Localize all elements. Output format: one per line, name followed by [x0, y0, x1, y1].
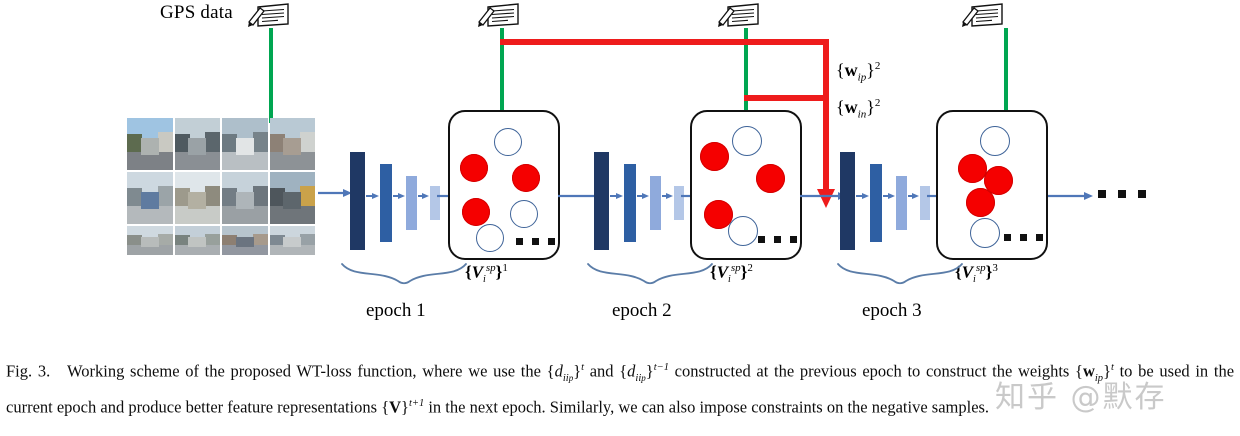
- gps-link-line-2: [744, 28, 748, 120]
- weight-sub-ip: ip: [857, 71, 867, 84]
- positive-sample-dot: [512, 164, 540, 192]
- epoch-brace-2: [587, 263, 713, 285]
- positive-sample-dot: [462, 198, 490, 226]
- negative-sample-dot: [510, 200, 538, 228]
- negative-sample-dot: [728, 216, 758, 246]
- positive-sample-dot: [700, 142, 729, 171]
- pipeline-ellipsis: [1098, 190, 1146, 198]
- negative-sample-dot: [476, 224, 504, 252]
- positive-sample-dot: [756, 164, 785, 193]
- watermark: 知乎 @默存: [995, 380, 1167, 415]
- caption-body-3: to be used in the current epoch and prod…: [6, 361, 1235, 417]
- feature-box-epoch-3: [936, 110, 1048, 260]
- street-view-thumb: [127, 226, 173, 255]
- gps-note-icon-0: [248, 2, 290, 28]
- box-ellipsis: [1004, 234, 1043, 241]
- street-view-thumb: [174, 172, 220, 224]
- street-view-thumb: [269, 118, 315, 170]
- epoch-label-2: epoch 2: [612, 300, 672, 321]
- flow-arrow-box3-to-next: [1048, 192, 1093, 200]
- feature-box-epoch-2: [690, 110, 802, 260]
- street-view-thumb: [174, 226, 220, 255]
- positive-sample-dot: [460, 154, 488, 182]
- gps-note-icon-3: [962, 2, 1004, 28]
- weight-label-ip: {wip}2: [836, 60, 881, 84]
- street-view-thumb: [222, 226, 268, 255]
- caption-body-5: negative samples.: [871, 397, 990, 417]
- caption-body-4: in the next epoch. Similarly, we can als…: [424, 397, 868, 417]
- feature-label-epoch-3: {Visp}3: [955, 262, 998, 286]
- caption-prefix: Fig. 3.: [6, 361, 51, 381]
- epoch-brace-3: [837, 263, 963, 285]
- street-view-thumb: [127, 118, 173, 170]
- street-view-thumb: [174, 118, 220, 170]
- epoch-label-1: epoch 1: [366, 300, 426, 321]
- weight-sub-in: in: [857, 108, 867, 121]
- gps-note-icon-1: [478, 2, 520, 28]
- street-view-thumb: [127, 172, 173, 224]
- epoch-label-3: epoch 3: [862, 300, 922, 321]
- street-view-thumb: [222, 172, 268, 224]
- positive-sample-dot: [958, 154, 987, 183]
- street-view-image-grid: [127, 118, 315, 255]
- feature-box-epoch-1: [448, 110, 560, 260]
- gps-link-line-0: [269, 28, 273, 123]
- negative-sample-dot: [980, 126, 1010, 156]
- negative-sample-dot: [494, 128, 522, 156]
- street-view-thumb: [269, 226, 315, 255]
- feature-label-epoch-2: {Visp}2: [710, 262, 753, 286]
- negative-sample-dot: [732, 126, 762, 156]
- positive-sample-dot: [704, 200, 733, 229]
- gps-link-line-3: [1004, 28, 1008, 120]
- cnn-block-epoch-2: [594, 152, 684, 250]
- gps-link-line-1: [500, 28, 504, 120]
- negative-sample-dot: [970, 218, 1000, 248]
- street-view-thumb: [222, 118, 268, 170]
- flow-arrow-grid-to-cnn1: [318, 189, 352, 197]
- feature-label-epoch-1: {Visp}1: [465, 262, 508, 286]
- box-ellipsis: [758, 236, 797, 243]
- cnn-block-epoch-3: [840, 152, 930, 250]
- weight-label-in: {win}2: [836, 97, 881, 121]
- positive-sample-dot: [966, 188, 995, 217]
- cnn-block-epoch-1: [350, 152, 440, 250]
- caption-body-1: Working scheme of the proposed WT-loss f…: [67, 361, 555, 381]
- caption-body-2: constructed at the previous epoch to con…: [668, 361, 1070, 381]
- gps-data-label: GPS data: [160, 2, 233, 23]
- box-ellipsis: [516, 238, 555, 245]
- gps-note-icon-2: [718, 2, 760, 28]
- epoch-brace-1: [341, 263, 467, 285]
- street-view-thumb: [269, 172, 315, 224]
- figure-caption: Fig. 3. Working scheme of the proposed W…: [6, 361, 1235, 417]
